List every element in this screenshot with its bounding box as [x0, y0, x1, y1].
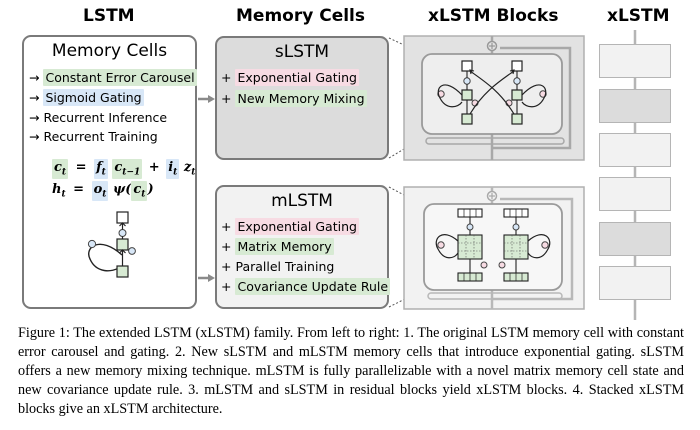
lstm-item-label: Constant Error Carousel — [43, 69, 197, 86]
mlstm-cell-panel: mLSTM + Exponential Gating + Matrix Memo… — [215, 185, 391, 309]
slstm-item-new-memory-mixing: + New Memory Mixing — [221, 90, 367, 107]
arrow-marker: → — [29, 70, 40, 85]
lstm-item-recurrent-training: → Recurrent Training — [29, 128, 158, 145]
column-heading-memory-cells: Memory Cells — [236, 6, 366, 26]
slstm-cell-panel: sLSTM + Exponential Gating + New Memory … — [215, 36, 389, 160]
arrow-marker: → — [29, 129, 40, 144]
slstm-item-label: Exponential Gating — [235, 69, 359, 86]
xlstm-stack-block — [599, 177, 671, 211]
xlstm-stack-block — [599, 133, 671, 167]
slstm-item-exponential-gating: + Exponential Gating — [221, 69, 359, 86]
column-heading-lstm: LSTM — [83, 6, 135, 26]
lstm-item-constant-error-carousel: → Constant Error Carousel — [29, 69, 197, 86]
slstm-item-label: New Memory Mixing — [235, 90, 367, 107]
column-heading-xlstm-blocks: xLSTM Blocks — [428, 6, 559, 26]
column-heading-xlstm: xLSTM — [607, 6, 670, 26]
lstm-item-label: Recurrent Inference — [43, 110, 168, 125]
xlstm-stack-block — [599, 222, 671, 256]
plus-marker: + — [221, 279, 232, 294]
mlstm-item-label: Parallel Training — [235, 259, 335, 274]
mlstm-item-parallel-training: + Parallel Training — [221, 258, 334, 275]
xlstm-stack-block — [599, 44, 671, 78]
slstm-xlstm-block — [403, 35, 585, 161]
plus-marker: + — [221, 259, 232, 274]
lstm-item-label: Recurrent Training — [43, 129, 158, 144]
lstm-item-label: Sigmoid Gating — [43, 89, 144, 106]
lstm-panel-title: Memory Cells — [51, 41, 168, 61]
plus-marker: + — [221, 70, 232, 85]
mlstm-item-label: Covariance Update Rule — [235, 278, 391, 295]
figure-caption: Figure 1: The extended LSTM (xLSTM) fami… — [18, 325, 684, 417]
mlstm-item-exponential-gating: + Exponential Gating — [221, 218, 359, 235]
cell-state-equation: ct = ft ct−1 + it zt — [52, 159, 196, 179]
mlstm-item-label: Matrix Memory — [235, 238, 334, 255]
plus-marker: + — [221, 219, 232, 234]
slstm-panel-title: sLSTM — [274, 42, 330, 62]
arrow-marker: → — [29, 110, 40, 125]
plus-marker: + — [221, 91, 232, 106]
plus-marker: + — [221, 239, 232, 254]
xlstm-stack-block — [599, 266, 671, 300]
hidden-state-equation: ht = ot ψ(ct) — [52, 181, 154, 201]
lstm-item-sigmoid-gating: → Sigmoid Gating — [29, 89, 144, 106]
mlstm-xlstm-block — [403, 186, 585, 310]
mlstm-panel-title: mLSTM — [271, 191, 333, 211]
mlstm-item-label: Exponential Gating — [235, 218, 359, 235]
mlstm-item-covariance-update-rule: + Covariance Update Rule — [221, 278, 391, 295]
arrow-marker: → — [29, 90, 40, 105]
mlstm-item-matrix-memory: + Matrix Memory — [221, 238, 334, 255]
lstm-item-recurrent-inference: → Recurrent Inference — [29, 109, 167, 126]
xlstm-stack-block — [599, 89, 671, 123]
lstm-cell-diagram — [87, 211, 136, 278]
lstm-memory-cell-panel: Memory Cells → Constant Error Carousel →… — [22, 35, 197, 309]
lstm-to-cells-arrows — [198, 95, 215, 282]
